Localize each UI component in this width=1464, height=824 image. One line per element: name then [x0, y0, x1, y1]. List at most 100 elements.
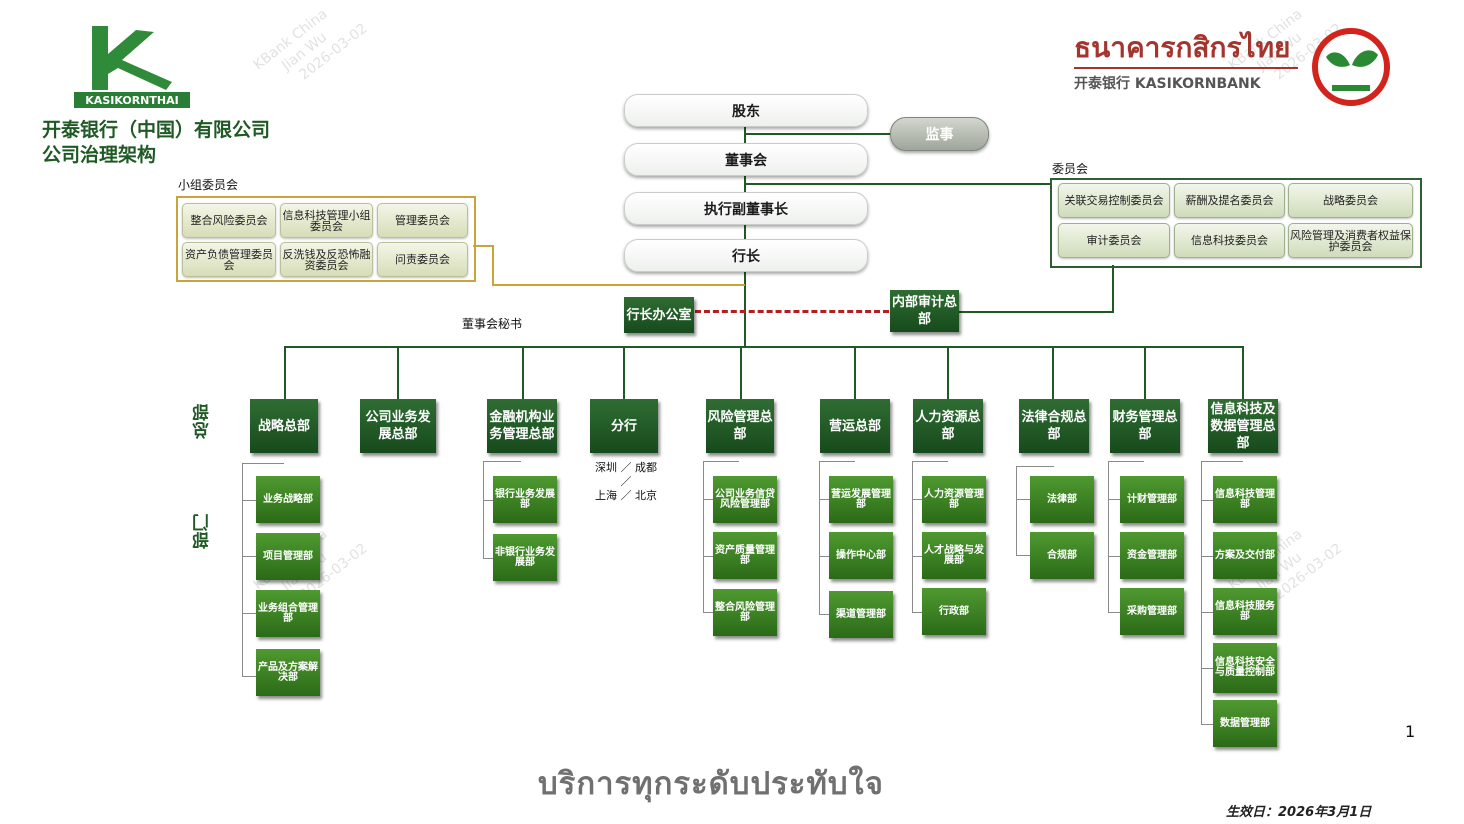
dept-project-management: 项目管理部: [256, 533, 320, 580]
kasikornthai-logo: KASIKORNTHAI: [74, 24, 190, 110]
committee-risk-consumer: 风险管理及消费者权益保护委员会: [1288, 223, 1413, 258]
dept-channel-management: 渠道管理部: [829, 591, 893, 638]
dept-bracket: [1201, 461, 1202, 725]
connector: [744, 126, 746, 346]
committees-box: [1050, 178, 1422, 268]
president-node: 行长: [624, 239, 868, 272]
shareholders-node: 股东: [624, 94, 868, 127]
dept-bracket: [819, 556, 829, 557]
dept-bracket: [703, 499, 713, 500]
dept-bracket: [1108, 556, 1120, 557]
connector: [740, 346, 742, 400]
logo-right-sub: 开泰银行 KASIKORNBANK: [1074, 76, 1261, 92]
hq-operations: 营运总部: [820, 399, 890, 453]
dept-administration: 行政部: [922, 588, 986, 635]
dept-bracket: [483, 558, 493, 559]
connector: [492, 284, 745, 286]
hq-it-data: 信息科技及数据管理总部: [1208, 399, 1278, 453]
committee-it: 信息科技委员会: [1174, 223, 1285, 258]
dept-bracket: [242, 463, 243, 677]
connector: [397, 346, 399, 400]
dept-bracket: [1108, 612, 1120, 613]
sub-committees-box: [176, 196, 476, 282]
committee-remuneration: 薪酬及提名委员会: [1174, 183, 1285, 218]
connector: [1112, 265, 1114, 313]
connector: [623, 346, 625, 400]
dept-portfolio-management: 业务组合管理部: [256, 590, 320, 637]
dept-integrated-risk: 整合风险管理部: [713, 589, 777, 636]
page-number: 1: [1405, 722, 1416, 741]
dept-bracket: [1201, 500, 1213, 501]
hq-branches: 分行: [590, 399, 658, 453]
dept-planning-finance: 计财管理部: [1120, 476, 1184, 523]
dept-bracket: [703, 461, 704, 613]
branch-cities-line: ／: [620, 475, 632, 488]
dept-bracket: [483, 461, 521, 462]
supervisor-node: 监事: [890, 117, 989, 151]
branch-cities-line: 上海 ／ 北京: [595, 489, 657, 502]
dept-bracket: [483, 500, 493, 501]
logo-right-thai: ธนาคารกสิกรไทย: [1074, 31, 1291, 64]
dept-bracket: [819, 461, 820, 615]
dept-bracket: [912, 556, 922, 557]
logo-left-text: KASIKORNTHAI: [74, 92, 190, 108]
connector: [1144, 346, 1146, 400]
dept-bracket: [819, 461, 855, 462]
title-line: 公司治理架构: [42, 144, 157, 166]
dept-bracket: [819, 499, 829, 500]
dept-bracket: [1016, 499, 1030, 500]
dept-treasury: 资金管理部: [1120, 532, 1184, 579]
subcommittee-integrated-risk: 整合风险委员会: [182, 203, 276, 238]
committee-related-party: 关联交易控制委员会: [1058, 183, 1170, 218]
dept-bracket: [912, 612, 922, 613]
committee-audit: 审计委员会: [1058, 223, 1170, 258]
dept-asset-quality: 资产质量管理部: [713, 532, 777, 579]
dept-nonbank-business: 非银行业务发展部: [493, 534, 557, 581]
connector: [1052, 346, 1054, 400]
exec-vice-chair-node: 执行副董事长: [624, 192, 868, 225]
connector: [492, 245, 494, 285]
dept-hr-management: 人力资源管理部: [922, 476, 986, 523]
dept-corporate-credit-risk: 公司业务信贷风险管理部: [713, 476, 777, 523]
subcommittee-it-management: 信息科技管理小组委员会: [280, 203, 373, 238]
connector: [473, 245, 493, 247]
branch-cities-line: 深圳 ／ 成都: [595, 461, 657, 474]
dept-bracket: [1108, 461, 1144, 462]
connector: [955, 311, 1113, 313]
dept-operations-development: 营运发展管理部: [829, 476, 893, 523]
dept-bracket: [1201, 668, 1213, 669]
subcommittee-accountability: 问责委员会: [377, 242, 468, 277]
kbank-emblem-icon: [1312, 28, 1390, 106]
connector: [284, 346, 286, 400]
board-node: 董事会: [624, 143, 868, 176]
dashed-connector: [695, 310, 889, 313]
connector: [744, 183, 1050, 185]
dept-data-management: 数据管理部: [1213, 700, 1277, 747]
dept-it-management: 信息科技管理部: [1213, 476, 1277, 523]
subcommittee-management: 管理委员会: [377, 203, 468, 238]
dept-compliance: 合规部: [1030, 532, 1094, 579]
dept-bracket: [1108, 499, 1120, 500]
dept-bracket: [1016, 466, 1017, 556]
hq-financial-institutions: 金融机构业务管理总部: [487, 399, 557, 453]
dept-bracket: [1201, 724, 1213, 725]
dept-bracket: [912, 461, 913, 613]
subcommittee-alm: 资产负债管理委员会: [182, 242, 276, 277]
connector: [522, 346, 524, 400]
kasikornbank-logo: ธนาคารกสิกรไทย 开泰银行 KASIKORNBANK: [1074, 32, 1298, 93]
dept-bracket: [819, 614, 829, 615]
page-title: 开泰银行（中国）有限公司 公司治理架构: [42, 118, 270, 168]
dept-bracket: [1201, 612, 1213, 613]
subcommittee-aml: 反洗钱及反恐怖融资委员会: [280, 242, 373, 277]
hq-risk-management: 风险管理总部: [706, 399, 774, 453]
thai-slogan: บริการทุกระดับประทับใจ: [538, 766, 884, 802]
dept-bracket: [1201, 461, 1243, 462]
dept-legal: 法律部: [1030, 476, 1094, 523]
hq-legal-compliance: 法律合规总部: [1019, 399, 1089, 453]
dept-bracket: [242, 556, 256, 557]
president-office-node: 行长办公室: [624, 297, 694, 333]
dept-bracket: [242, 613, 256, 614]
dept-bracket: [242, 676, 256, 677]
dept-bracket: [242, 463, 284, 464]
connector: [854, 346, 856, 400]
